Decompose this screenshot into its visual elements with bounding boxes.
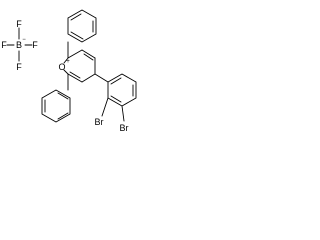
fluorine-left-label: F — [1, 40, 7, 50]
bond-c6-c7-double — [69, 71, 81, 79]
structure-canvas: F F B − F F O + — [0, 0, 152, 152]
bond-c-br-ortho — [101, 97, 109, 117]
upper-phenyl-double-3 — [70, 31, 84, 40]
bromine-meta-label: Br — [120, 123, 129, 133]
chemical-structure-diagram: F F B − F F O + — [1, 9, 137, 133]
bond-c6-c7 — [67, 73, 83, 83]
tetrafluoroborate-anion: F F B − F F — [1, 19, 38, 72]
pyrylium-ring: O + — [58, 49, 96, 83]
fluorine-top-label: F — [16, 19, 22, 29]
upper-phenyl-hexagon — [67, 9, 97, 43]
bond-c3-c4-double — [83, 53, 94, 61]
dibromophenyl-double-3 — [110, 95, 122, 103]
upper-phenyl-double-1 — [70, 13, 82, 21]
lower-phenyl-double-2 — [57, 112, 69, 120]
bromine-ortho-label: Br — [95, 117, 104, 127]
boron-label: B — [16, 40, 22, 50]
lower-phenyl-ring — [41, 73, 71, 123]
lower-phenyl-double-3 — [57, 92, 69, 100]
bond-c2-c3 — [67, 49, 83, 59]
bond-c5-c6 — [81, 73, 96, 83]
bond-c3-c4 — [81, 49, 96, 59]
dibromophenyl-ring: Br Br — [94, 73, 137, 133]
oxygen-charge: + — [66, 59, 70, 65]
bond-c7-o — [63, 69, 69, 75]
oxygen-label: O — [58, 62, 65, 72]
dibromophenyl-double-1 — [110, 77, 122, 85]
lower-phenyl-hexagon — [41, 89, 71, 123]
boron-charge: − — [22, 37, 26, 43]
bond-c-br-meta — [121, 105, 125, 122]
dibromophenyl-hexagon — [107, 73, 137, 107]
fluorine-right-label: F — [32, 40, 38, 50]
bond-o-c2 — [63, 57, 69, 64]
upper-phenyl-ring — [67, 9, 97, 59]
bond-pyrylium-dibromophenyl — [94, 73, 109, 83]
fluorine-bottom-label: F — [16, 62, 22, 72]
